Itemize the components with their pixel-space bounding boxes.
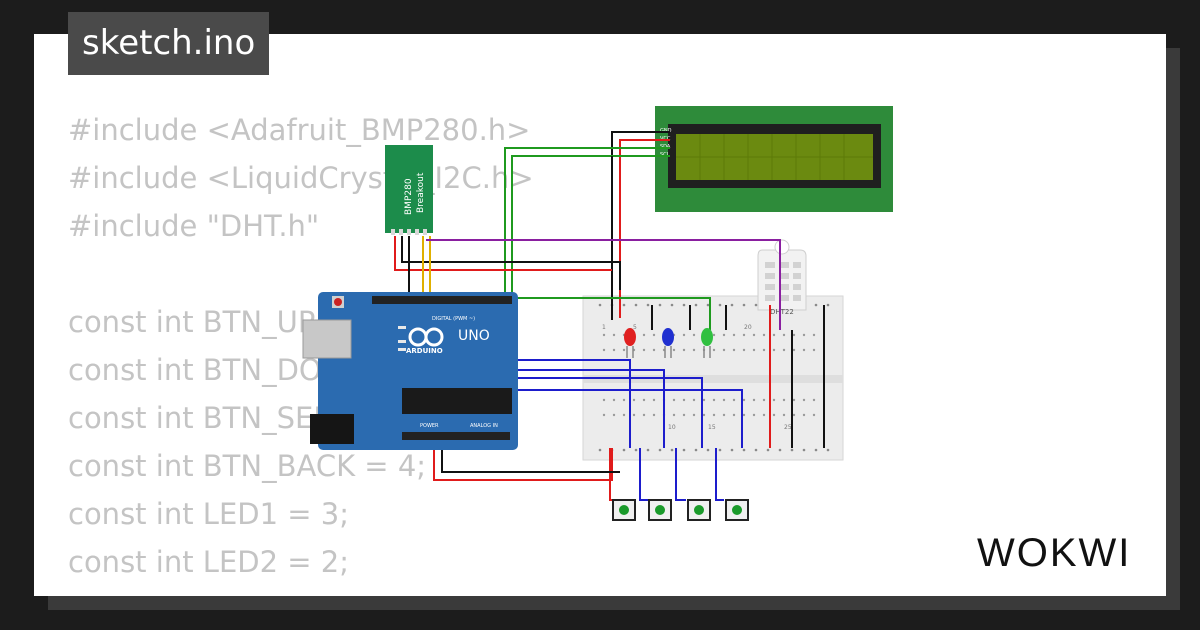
led-green [701, 328, 713, 358]
bmp280-label: BMP280 [404, 178, 414, 215]
code-line: const int LED3 = 8; [68, 586, 534, 596]
bb-col-10: 10 [668, 424, 676, 431]
lcd-display: GND VCC SDA SCL [655, 106, 893, 212]
code-background: #include <Adafruit_BMP280.h> #include <Li… [68, 106, 534, 596]
bmp280-sensor: BMP280 Breakout [385, 145, 433, 235]
arduino-power-label: POWER [420, 423, 439, 429]
arduino-uno: UNO ARDUINO DIGITAL (PWM ~) POWER ANALOG… [302, 292, 518, 450]
dht22-label: DHT22 [770, 308, 794, 316]
pushbutton-down[interactable] [648, 499, 672, 521]
bb-col-20: 20 [744, 324, 752, 331]
code-line: #include <LiquidCrystal_I2C.h> [68, 161, 534, 195]
code-line: const int LED1 = 3; [68, 497, 350, 531]
code-line: #include "DHT.h" [68, 209, 320, 243]
bb-col-25: 25 [784, 424, 792, 431]
dht22-sensor: DHT22 [757, 239, 807, 316]
arduino-analog-label: ANALOG IN [470, 423, 498, 429]
arduino-model-label: UNO [458, 328, 490, 344]
code-line: #include <Adafruit_BMP280.h> [68, 113, 531, 147]
bb-col-15: 15 [708, 424, 716, 431]
bb-col-5: 5 [633, 324, 637, 331]
pushbutton-back[interactable] [725, 499, 749, 521]
arduino-brand-label: ARDUINO [406, 347, 443, 355]
bb-col-1: 1 [602, 324, 606, 331]
code-line: const int BTN_BACK = 4; [68, 449, 427, 483]
led-red [624, 328, 636, 358]
code-line: const int LED2 = 2; [68, 545, 350, 579]
arduino-digital-label: DIGITAL (PWM ~) [432, 316, 475, 322]
wokwi-logo-text: WOKWI [977, 531, 1131, 575]
file-tab[interactable]: sketch.ino [68, 12, 270, 75]
bmp280-sublabel: Breakout [416, 172, 426, 213]
wokwi-logo: WOKWI [977, 531, 1131, 575]
preview-frame: #include <Adafruit_BMP280.h> #include <Li… [34, 34, 1166, 596]
pushbutton-up[interactable] [612, 499, 636, 521]
led-blue [662, 328, 674, 358]
pushbutton-select[interactable] [687, 499, 711, 521]
